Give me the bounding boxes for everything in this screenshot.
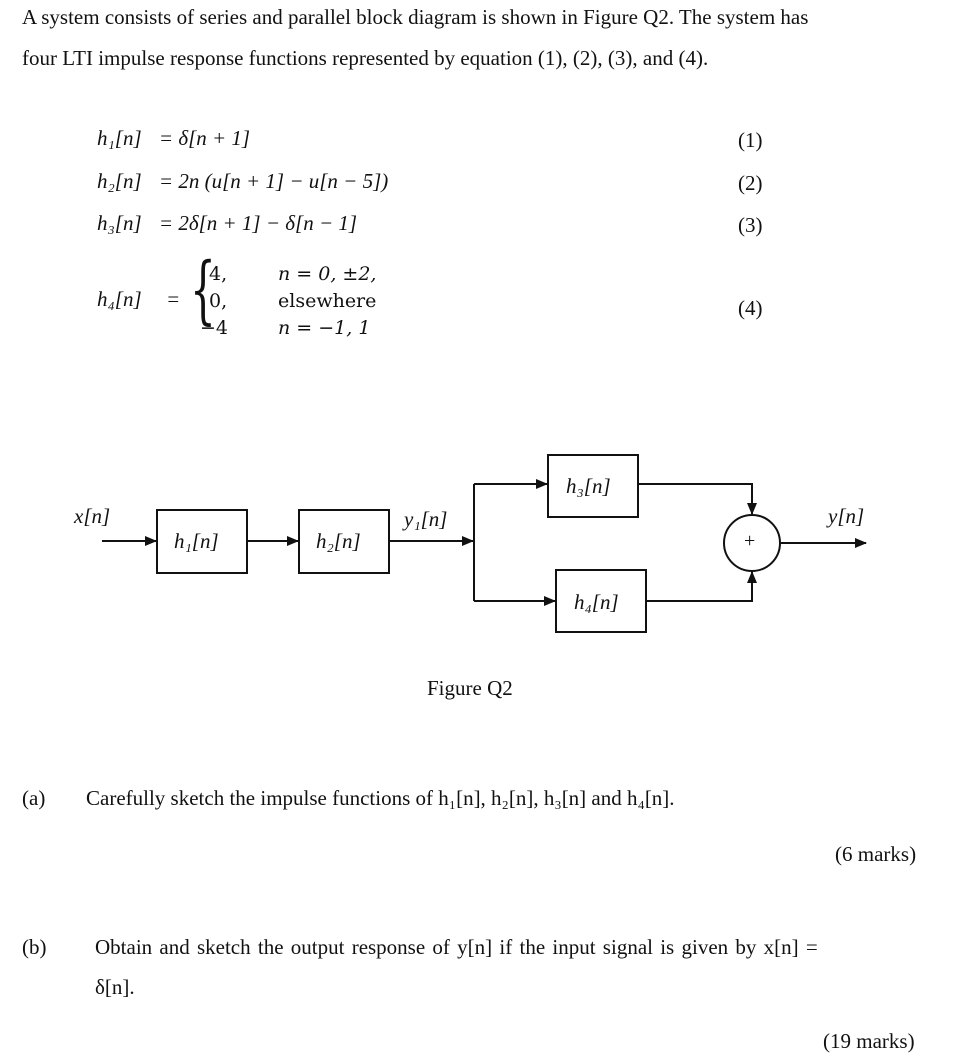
equation-3-number: (3) [738,213,763,237]
connector-h4-sum [646,571,757,602]
block-h2-label: h₂[n] [316,529,361,553]
equation-2-lhs: h₂[n] [97,169,142,193]
equation-1-number: (1) [738,128,763,152]
intro-line-2: four LTI impulse response functions repr… [22,46,709,70]
block-h3 [547,454,639,518]
case-1-value: 4, [209,263,228,285]
sum-symbol: + [744,530,756,552]
output-label: y[n] [828,504,865,528]
input-label: x[n] [74,504,111,528]
equation-4-lhs: h₄[n] [97,287,142,311]
block-h1-label: h₁[n] [174,529,219,553]
equation-1: h₁[n] = δ[n + 1] [97,126,250,151]
question-b-marks: (19 marks) [823,1029,915,1053]
equation-2-number: (2) [738,171,763,195]
question-b-label: (b) [22,935,47,959]
question-a-marks: (6 marks) [835,842,917,866]
question-a-text: Carefully sketch the impulse functions o… [86,786,675,810]
case-2-condition: elsewhere [278,290,377,312]
equation-4-equals: = [166,287,181,311]
question-b-line-1: Obtain and sketch the output response of… [95,935,818,959]
connector-h3-sum [638,483,757,515]
case-2-value: 0, [209,290,228,312]
equation-1-rhs: = δ[n + 1] [158,126,251,150]
question-b-line-2: δ[n]. [95,975,135,999]
block-h4-label: h₄[n] [574,590,619,614]
intro-paragraph: A system consists of series and parallel… [22,0,808,79]
equation-2: h₂[n] = 2n (u[n + 1] − u[n − 5]) [97,169,388,194]
equation-1-lhs: h₁[n] [97,126,142,150]
equation-3: h₃[n] = 2δ[n + 1] − δ[n − 1] [97,211,357,236]
equation-3-rhs: = 2δ[n + 1] − δ[n − 1] [158,211,358,235]
equation-4-number: (4) [738,296,763,320]
intro-line-1: A system consists of series and parallel… [22,5,809,29]
case-3-condition: n = −1, 1 [278,317,371,339]
question-a-label: (a) [22,786,46,810]
case-3-value: −4 [200,317,229,339]
piecewise-brace: { [190,247,216,333]
case-1-condition: n = 0, ±2, [278,263,377,285]
figure-caption: Figure Q2 [427,676,513,700]
mid-signal-label: y₁[n] [404,507,448,531]
equation-2-rhs: = 2n (u[n + 1] − u[n − 5]) [158,169,389,193]
equation-3-lhs: h₃[n] [97,211,142,235]
block-h3-label: h₃[n] [566,474,611,498]
